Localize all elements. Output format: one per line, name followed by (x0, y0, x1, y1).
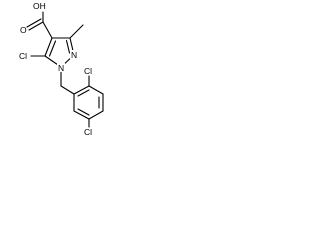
label-n2: N (71, 50, 77, 60)
atom-labels: OH O Cl N N Cl Cl (19, 1, 92, 136)
label-carbonyl-o: O (20, 25, 27, 35)
substituent-bonds (26, 11, 84, 95)
bond-c4-c5 (44, 37, 53, 57)
bond-ar1-ar2-inner (77, 89, 90, 97)
bond-ar2-ar3 (88, 85, 104, 95)
bond-carboxyl-double-o (28, 21, 44, 31)
label-oh: OH (33, 1, 46, 11)
bond-c3-methyl (69, 24, 84, 39)
bond-ar5-ar6 (73, 110, 90, 120)
bond-carboxyl-double-o-2 (26, 18, 42, 28)
bond-ch2-aryl (60, 85, 75, 95)
bond-ar5-ar6-inner (77, 108, 90, 116)
label-cl-para: Cl (84, 127, 92, 136)
bond-ar4-ar5 (88, 110, 104, 120)
bond-ar1-ar2 (73, 85, 90, 95)
bond-n2-c3-double (65, 39, 71, 54)
molecule-structure: OH O Cl N N Cl Cl (19, 1, 104, 136)
label-n1: N (58, 63, 64, 73)
label-cl-c5: Cl (19, 51, 27, 61)
bond-c4-carboxyl (42, 21, 53, 39)
label-cl-ortho: Cl (84, 66, 92, 76)
phenyl-ring (73, 85, 104, 120)
bond-c4-c5-double (48, 40, 57, 57)
